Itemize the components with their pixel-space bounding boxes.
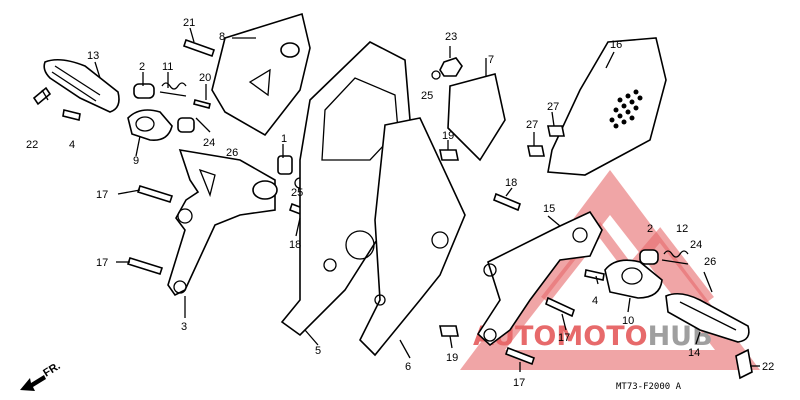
- part-15-hanger-plate: [476, 210, 603, 347]
- front-arrow-icon: [20, 375, 46, 391]
- label-7: 7: [488, 54, 494, 66]
- label-16: 16: [610, 39, 622, 51]
- part-11-spring: [159, 82, 187, 97]
- part-12-spring: [661, 250, 689, 265]
- front-direction-indicator: FR.: [20, 360, 63, 391]
- part-1-collar: [277, 155, 293, 175]
- label-11: 11: [162, 61, 173, 73]
- label-6: 6: [405, 361, 411, 373]
- label-13: 13: [87, 50, 99, 62]
- label-18-right: 18: [505, 177, 517, 189]
- part-2-bushing: [133, 83, 155, 99]
- part-23-nut: [439, 57, 463, 77]
- part-6-outer-cover: [359, 117, 466, 357]
- label-8: 8: [219, 31, 225, 43]
- diagram-code: MT73-F2000 A: [616, 382, 682, 392]
- label-4-right: 4: [592, 295, 598, 307]
- part-19-bolt-lower: [439, 325, 459, 337]
- label-22-right: 22: [762, 361, 774, 373]
- label-17-lower: 17: [96, 257, 108, 269]
- label-4: 4: [69, 139, 75, 151]
- left-footpeg-assembly: [32, 12, 320, 297]
- label-27-upper: 27: [547, 101, 559, 113]
- label-2: 2: [139, 61, 145, 73]
- part-10-bracket: [604, 259, 663, 299]
- watermark-text-moto: MOTO: [556, 321, 647, 352]
- label-2-right: 2: [647, 223, 653, 235]
- label-22: 22: [26, 139, 38, 151]
- label-12: 12: [676, 223, 688, 235]
- label-5: 5: [315, 345, 321, 357]
- part-labels: 1 2 2 3 4 4 5 6 7 8 9 10 11 12 13 14 15 …: [26, 17, 774, 389]
- center-covers: [280, 41, 506, 357]
- label-24: 24: [203, 137, 215, 149]
- part-9-bracket: [127, 109, 173, 142]
- label-19-lower: 19: [446, 352, 458, 364]
- part-27-bolt-upper: [547, 125, 565, 137]
- part-25-washer-top: [431, 70, 441, 80]
- part-16-heel-guard: [547, 37, 667, 176]
- label-19-upper: 19: [442, 130, 454, 142]
- label-23: 23: [445, 31, 457, 43]
- part-2-bushing-right: [639, 249, 659, 265]
- label-26-right: 26: [704, 256, 716, 268]
- label-10: 10: [622, 315, 634, 327]
- label-17-right: 17: [558, 332, 570, 344]
- label-21: 21: [183, 17, 195, 29]
- part-17-bolt-right-upper: [545, 296, 575, 318]
- label-24-right: 24: [690, 239, 702, 251]
- label-25-top: 25: [421, 90, 433, 102]
- label-17-bottom: 17: [513, 377, 525, 389]
- part-22-bolt-right: [735, 348, 753, 380]
- label-17-upper: 17: [96, 189, 108, 201]
- label-14: 14: [688, 347, 700, 359]
- label-27-lower: 27: [526, 119, 538, 131]
- part-17-bolt-upper: [136, 185, 174, 203]
- label-26: 26: [226, 147, 238, 159]
- label-9: 9: [133, 155, 139, 167]
- watermark-triangle: [460, 170, 760, 370]
- part-20-screw: [193, 99, 211, 109]
- part-13-footpeg: [43, 58, 120, 113]
- label-25: 25: [291, 187, 303, 199]
- part-4-pin-right: [584, 269, 605, 281]
- label-1: 1: [281, 133, 287, 145]
- part-19-bolt-upper: [439, 149, 459, 161]
- part-21-bolt: [182, 38, 216, 58]
- label-3: 3: [181, 321, 187, 333]
- part-7-cover-plate: [447, 73, 506, 162]
- part-17-bolt-lower: [126, 257, 164, 275]
- leader-lines: [94, 27, 760, 372]
- part-17-bolt-right-lower: [504, 346, 536, 366]
- part-4-pin: [62, 109, 81, 121]
- label-18: 18: [289, 239, 301, 251]
- part-18-bolt-right: [493, 192, 521, 212]
- part-5-inner-cover: [280, 41, 411, 337]
- part-22-bolt: [32, 86, 52, 106]
- label-15: 15: [543, 203, 555, 215]
- right-footpeg-assembly: [476, 37, 753, 380]
- part-8-heel-guard: [211, 12, 311, 137]
- part-27-bolt-lower: [527, 145, 545, 157]
- label-20: 20: [199, 72, 211, 84]
- part-16-vent-holes: [609, 89, 643, 129]
